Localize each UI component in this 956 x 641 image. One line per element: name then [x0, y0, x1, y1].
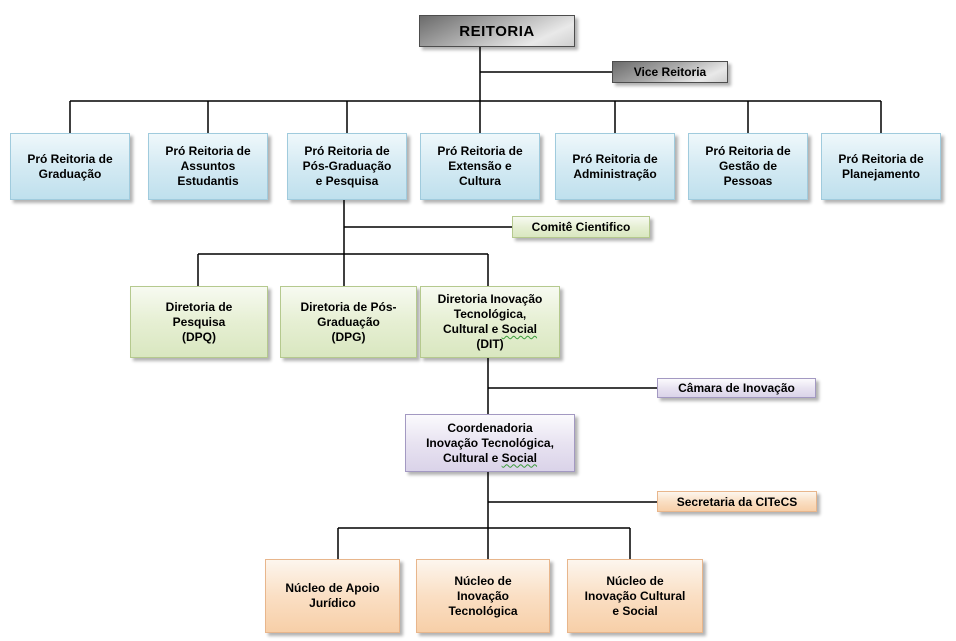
node-pro-reitoria-graduacao: Pró Reitoria de Graduação: [10, 133, 130, 200]
node-coordenadoria-inovacao-label: Coordenadoria Inovação Tecnológica, Cult…: [426, 420, 554, 465]
node-reitoria: REITORIA: [419, 15, 575, 47]
node-diretoria-pos-graduacao-dpg: Diretoria de Pós- Graduação (DPG): [280, 286, 417, 358]
spellcheck-wavy-word: Social: [501, 450, 538, 465]
node-comite-cientifico: Comitê Cientifico: [512, 216, 650, 238]
node-vice-reitoria: Vice Reitoria: [612, 61, 728, 83]
node-pro-reitoria-extensao-cultura: Pró Reitoria de Extensão e Cultura: [420, 133, 540, 200]
node-diretoria-inovacao-dit: Diretoria Inovação Tecnológica, Cultural…: [420, 286, 560, 358]
node-coordenadoria-inovacao: Coordenadoria Inovação Tecnológica, Cult…: [405, 414, 575, 472]
node-nucleo-inovacao-tecnologica: Núcleo de Inovação Tecnológica: [416, 559, 550, 633]
node-pro-reitoria-assuntos-estudantis: Pró Reitoria de Assuntos Estudantis: [148, 133, 268, 200]
node-camara-inovacao: Câmara de Inovação: [657, 378, 816, 398]
node-nucleo-inovacao-cultural-social: Núcleo de Inovação Cultural e Social: [567, 559, 703, 633]
spellcheck-wavy-word: Social: [501, 322, 538, 336]
node-pro-reitoria-pos-graduacao-pesquisa: Pró Reitoria de Pós-Graduação e Pesquisa: [287, 133, 407, 200]
node-pro-reitoria-planejamento: Pró Reitoria de Planejamento: [821, 133, 941, 200]
node-secretaria-citecs: Secretaria da CITeCS: [657, 491, 817, 512]
node-diretoria-inovacao-dit-label: Diretoria Inovação Tecnológica, Cultural…: [437, 292, 543, 351]
node-nucleo-apoio-juridico: Núcleo de Apoio Jurídico: [265, 559, 400, 633]
node-diretoria-pesquisa-dpq: Diretoria de Pesquisa (DPQ): [130, 286, 268, 358]
node-pro-reitoria-administracao: Pró Reitoria de Administração: [555, 133, 675, 200]
node-pro-reitoria-gestao-pessoas: Pró Reitoria de Gestão de Pessoas: [688, 133, 808, 200]
